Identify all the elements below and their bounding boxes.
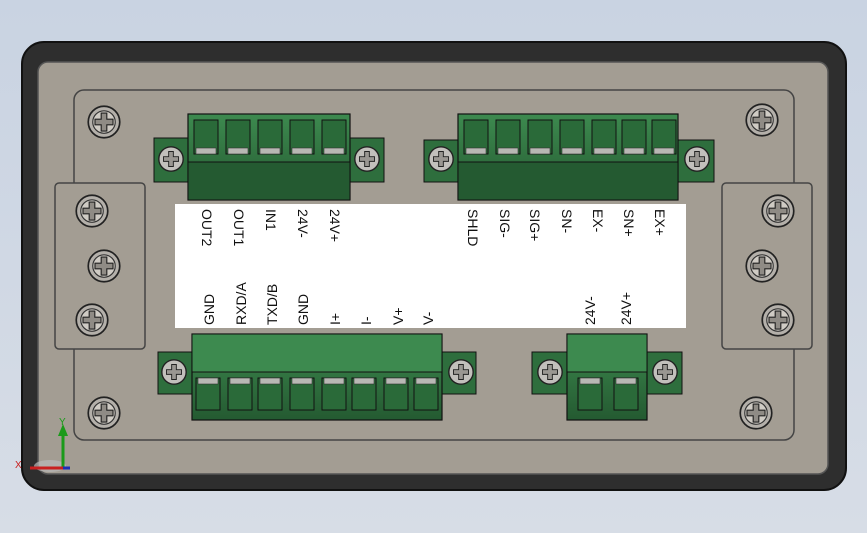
screw-icon	[87, 249, 121, 283]
terminal-contact	[623, 147, 645, 155]
screw-icon	[652, 359, 678, 385]
triad-base	[34, 460, 66, 472]
axis-triad: Y X	[15, 417, 70, 472]
screw-icon	[158, 146, 184, 172]
pin-label: TXD/B	[264, 284, 280, 325]
terminal-contact	[415, 377, 437, 385]
body-upper	[191, 333, 443, 373]
terminal-contact	[497, 147, 519, 155]
terminal-contact	[593, 147, 615, 155]
terminal-contact	[615, 377, 637, 385]
screw-icon	[745, 249, 779, 283]
screw-icon	[761, 194, 795, 228]
pin-label: OUT2	[199, 209, 215, 247]
pin-label: OUT1	[231, 209, 247, 247]
terminal-block-bottom-left	[157, 333, 477, 421]
terminal-block-top-left	[153, 113, 385, 201]
pin-label: 24V-	[582, 296, 598, 325]
pin-label: GND	[201, 294, 217, 325]
terminal-contact	[353, 377, 375, 385]
body-lower	[187, 161, 351, 201]
terminal-contact	[291, 377, 313, 385]
terminal-contact	[529, 147, 551, 155]
terminal-contact	[465, 147, 487, 155]
labels-bottom-right: 24V- 24V+	[582, 292, 634, 325]
pin-label: I-	[358, 316, 374, 325]
terminal-contact	[197, 377, 219, 385]
screw-icon	[75, 194, 109, 228]
y-axis-label: Y	[59, 417, 66, 428]
label-panel	[175, 204, 686, 328]
pin-label: IN1	[263, 209, 279, 231]
terminal-contact	[259, 147, 281, 155]
pin-label: V+	[390, 307, 406, 325]
terminal-block-top-right	[423, 113, 715, 201]
pin-label: 24V+	[618, 292, 634, 325]
terminal-contact	[323, 377, 345, 385]
terminal-contact	[579, 377, 601, 385]
screw-icon	[87, 396, 121, 430]
terminal-contact	[259, 377, 281, 385]
pin-label: I+	[327, 313, 343, 325]
terminal-contact	[291, 147, 313, 155]
pin-label: 24V+	[327, 209, 343, 242]
pin-label: SN-	[559, 209, 575, 233]
screw-icon	[537, 359, 563, 385]
screw-icon	[428, 146, 454, 172]
x-axis-label: X	[15, 460, 22, 471]
terminal-contact	[385, 377, 407, 385]
terminal-contact	[195, 147, 217, 155]
screw-icon	[87, 105, 121, 139]
screw-icon	[761, 303, 795, 337]
screw-icon	[739, 396, 773, 430]
screw-icon	[354, 146, 380, 172]
pin-label: SN+	[621, 209, 637, 237]
screw-icon	[684, 146, 710, 172]
y-axis-arrow-head	[58, 424, 68, 436]
pin-label: GND	[295, 294, 311, 325]
pin-label: EX-	[590, 209, 606, 233]
pin-label: V-	[420, 311, 436, 325]
labels-bottom-left: GND RXD/A TXD/B GND I+ I- V+ V-	[201, 282, 436, 325]
pin-label: RXD/A	[233, 282, 249, 325]
pin-label: 24V-	[295, 209, 311, 238]
terminal-contact	[561, 147, 583, 155]
labels-top-left: OUT2 OUT1 IN1 24V- 24V+	[199, 209, 343, 247]
terminal-contact	[323, 147, 345, 155]
pin-label: SIG+	[527, 209, 543, 241]
screw-icon	[745, 103, 779, 137]
screw-icon	[75, 303, 109, 337]
terminal-contact	[653, 147, 675, 155]
labels-top-right: SHLD SIG- SIG+ SN- EX- SN+ EX+	[465, 209, 668, 246]
screw-icon	[448, 359, 474, 385]
body-upper	[566, 333, 648, 373]
screw-icon	[161, 359, 187, 385]
terminal-contact	[229, 377, 251, 385]
body-lower	[457, 161, 679, 201]
pin-label: SHLD	[465, 209, 481, 246]
terminal-block-bottom-right	[531, 333, 683, 421]
pin-label: EX+	[652, 209, 668, 236]
terminal-contact	[227, 147, 249, 155]
pin-label: SIG-	[497, 209, 513, 238]
